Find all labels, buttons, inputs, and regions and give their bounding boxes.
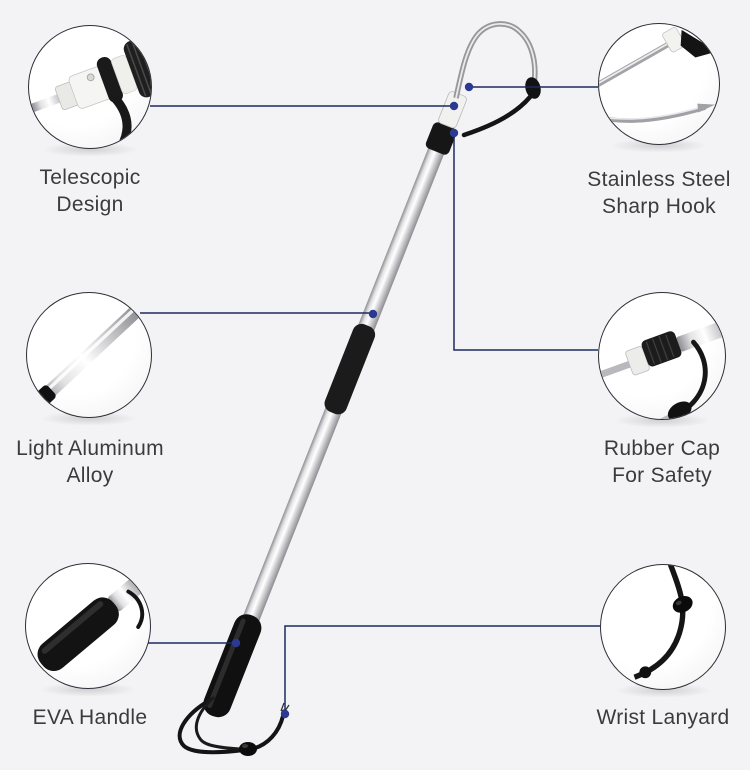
label-light-aluminum-alloy: Light Aluminum Alloy — [16, 437, 164, 487]
lanyard-strand-inner — [194, 696, 242, 751]
lanyard-bead — [239, 742, 257, 756]
label-telescopic-design: Telescopic Design — [39, 166, 141, 216]
bead-highlight — [242, 744, 248, 748]
dot-hook — [464, 82, 474, 92]
cap-strap-cord — [461, 94, 533, 138]
connector-dots — [231, 82, 474, 719]
connector-rubber-cap — [453, 137, 598, 351]
label-rubber-cap-for-safety: Rubber Cap For Safety — [603, 437, 721, 487]
circle-shadow — [613, 683, 713, 698]
cord-knot — [639, 666, 652, 679]
circle-shadow — [39, 411, 139, 426]
circle-shadow — [38, 682, 138, 697]
gaff-pole-assembly — [203, 91, 467, 718]
dot-rubber-cap — [449, 128, 459, 138]
connector-lanyard — [284, 625, 600, 710]
label-stainless-steel-sharp-hook: Stainless Steel Sharp Hook — [587, 168, 731, 218]
dot-lanyard — [280, 709, 290, 719]
label-eva-handle: EVA Handle — [32, 706, 148, 729]
rubber-cap — [525, 77, 541, 99]
hook-point — [697, 103, 716, 113]
label-wrist-lanyard: Wrist Lanyard — [596, 706, 730, 729]
dot-telescopic — [449, 101, 459, 111]
circle-shadow — [612, 413, 712, 428]
lanyard-strand-outer — [177, 698, 246, 755]
black-collar — [425, 122, 457, 155]
lanyard-cord — [633, 565, 686, 680]
wrist-lanyard-detail-photo — [600, 564, 726, 690]
lanyard-strand-right — [250, 714, 285, 751]
eva-handle-detail-photo — [25, 563, 151, 689]
gaff-lanyard — [177, 696, 290, 756]
circle-shadow — [609, 138, 709, 153]
cord-stopper-bead — [672, 595, 693, 613]
gaff-hook — [453, 21, 541, 138]
hook-highlight — [455, 22, 536, 99]
rubber-cap-detail-photo — [598, 292, 726, 420]
connector-lines — [140, 86, 600, 710]
sharp-hook-detail-photo — [598, 23, 720, 145]
circle-shadow — [40, 142, 140, 157]
foam-grip — [324, 323, 376, 415]
handle-cord — [126, 589, 145, 629]
dot-eva-handle — [231, 638, 241, 648]
telescopic-design-detail-photo — [28, 25, 152, 149]
dot-aluminum — [368, 309, 378, 319]
cap-cord — [683, 339, 708, 412]
aluminum-alloy-detail-photo — [26, 292, 152, 418]
